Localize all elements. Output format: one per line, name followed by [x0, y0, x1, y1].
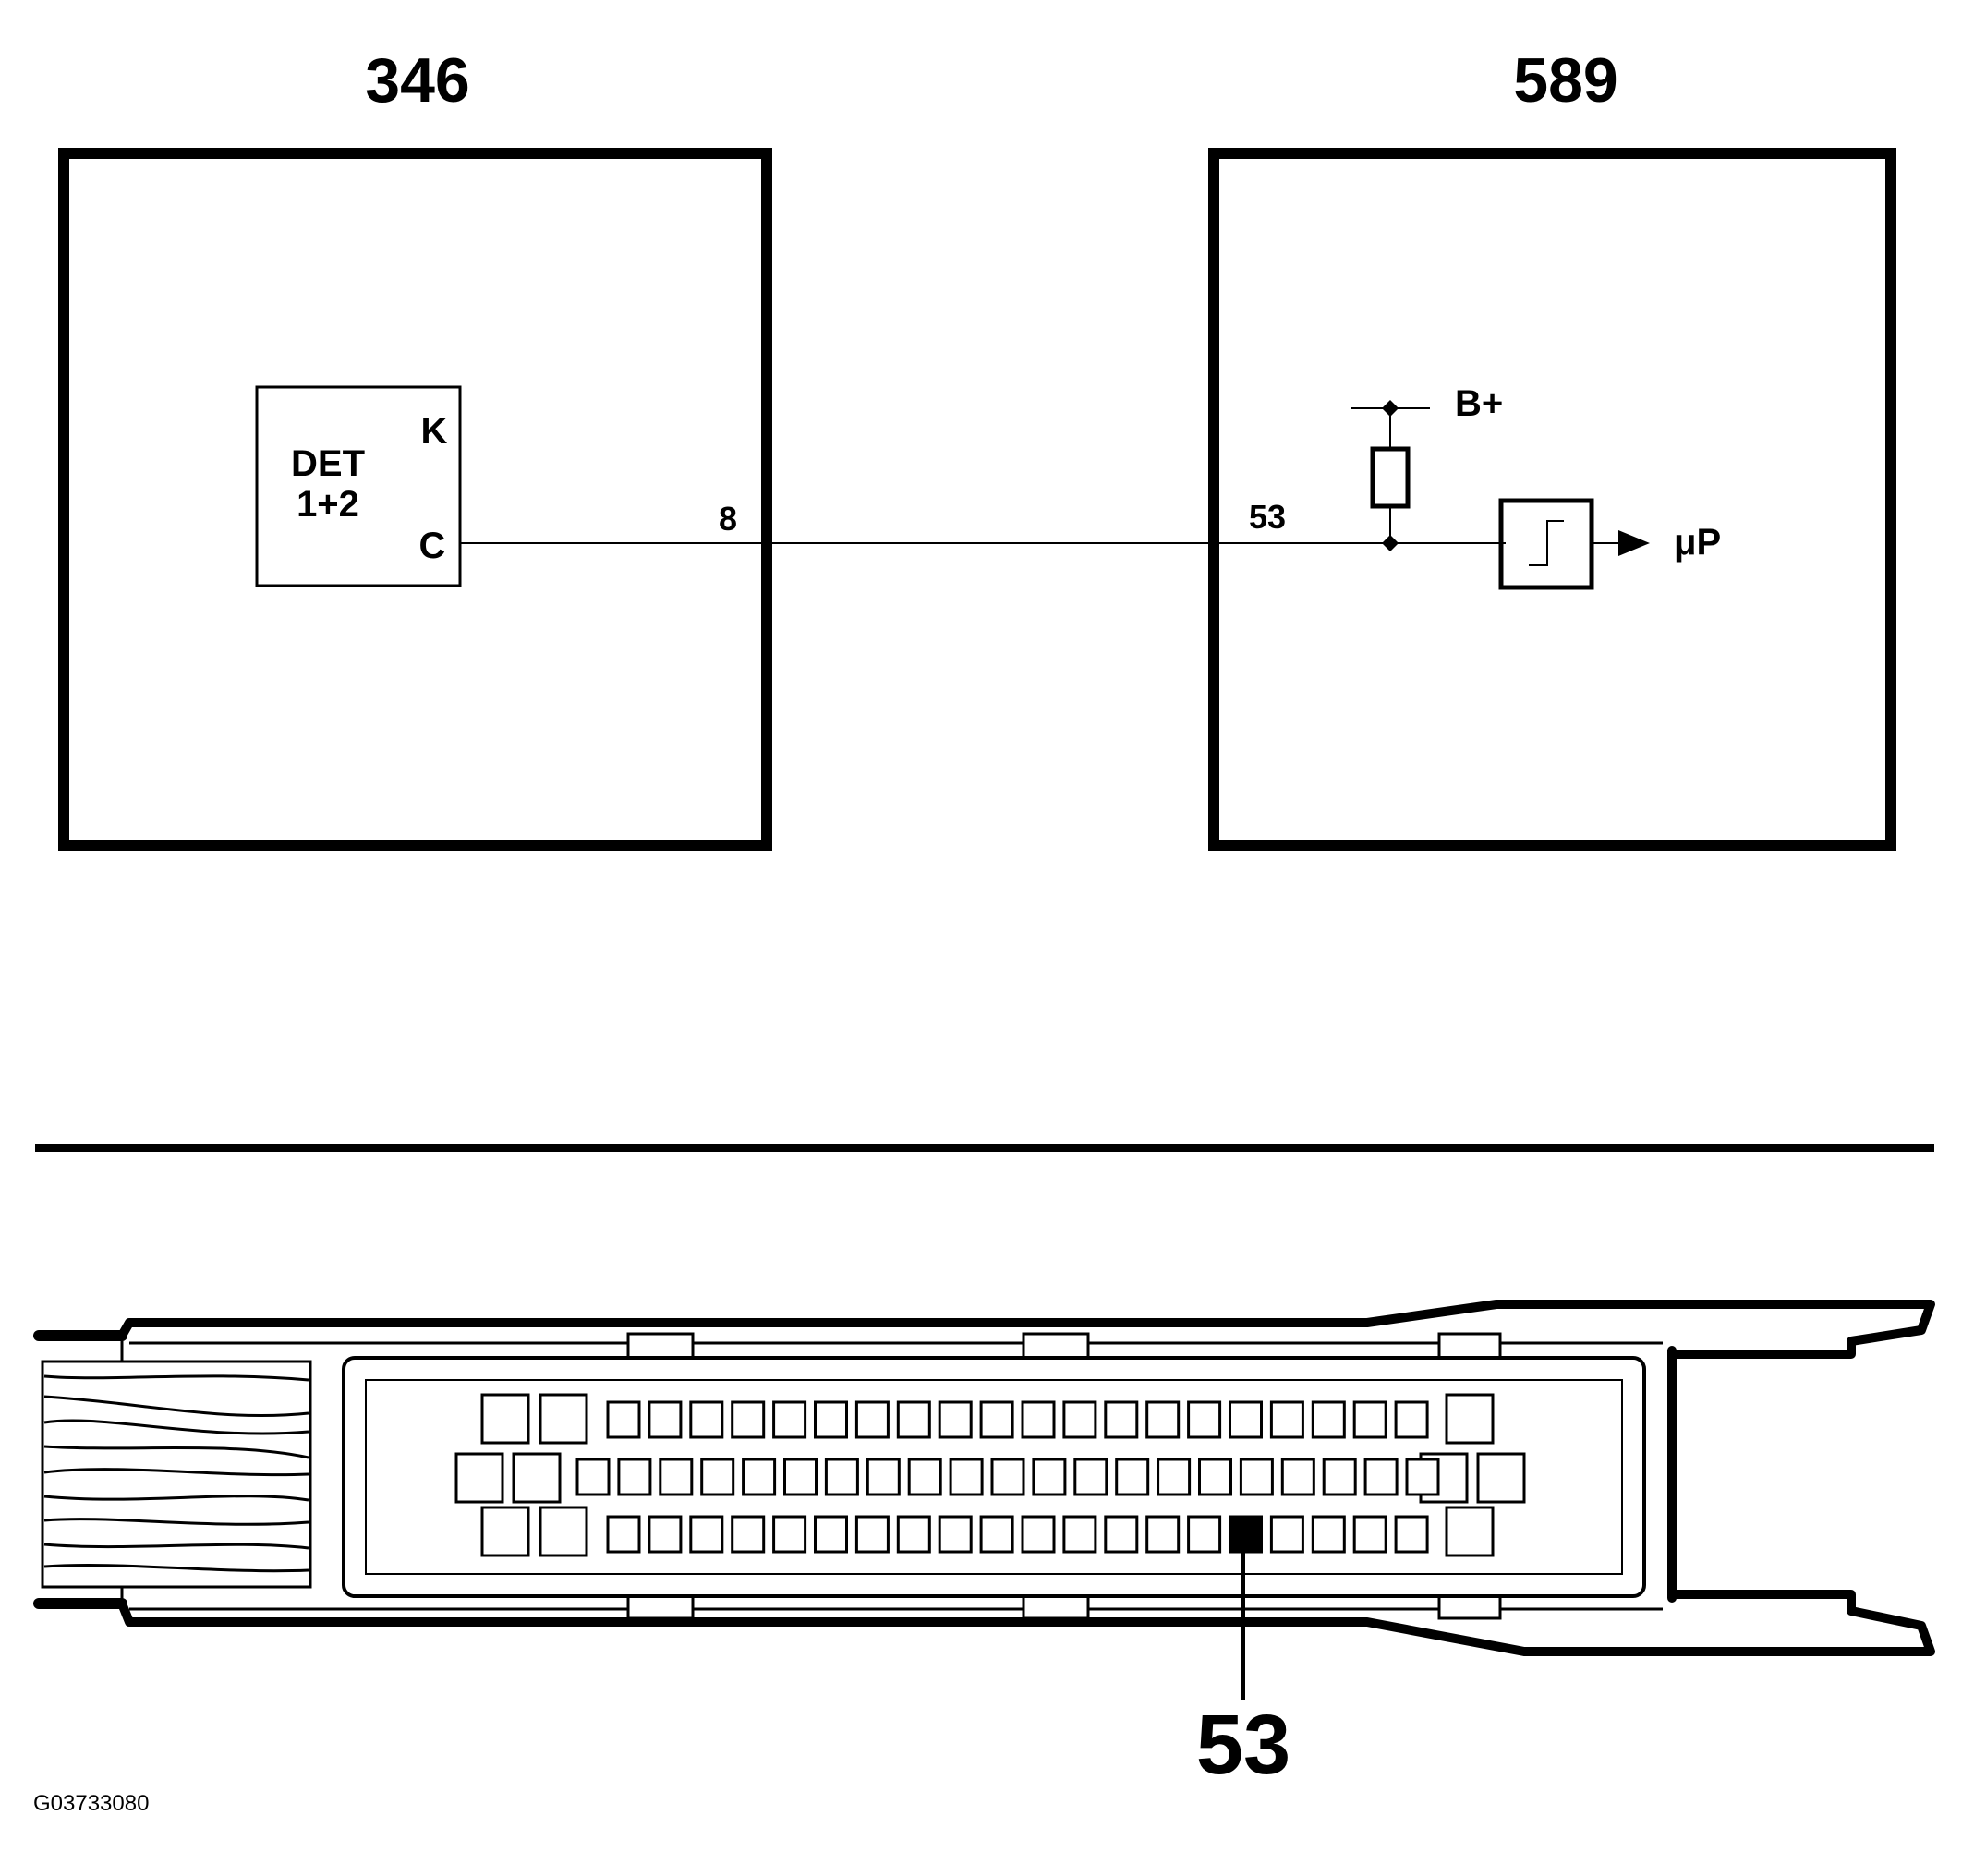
connector-pin [783, 1458, 818, 1496]
connector-pin [659, 1458, 694, 1496]
connector-pin [689, 1515, 724, 1554]
connector-pin [1157, 1458, 1192, 1496]
supply-label: B+ [1455, 383, 1503, 424]
module-589-label: 589 [1513, 45, 1617, 115]
connector-pin [814, 1400, 848, 1439]
connector-pin [1104, 1400, 1139, 1439]
detector-label-1: DET [291, 443, 365, 484]
connector-pin [1269, 1400, 1304, 1439]
connector-housing [33, 1300, 1935, 1656]
connector-pin [949, 1458, 984, 1496]
detector-box [255, 385, 462, 587]
connector-pin [1363, 1458, 1399, 1496]
connector-pin [1405, 1458, 1440, 1496]
connector-pin [938, 1400, 973, 1439]
connector-pin [772, 1515, 807, 1554]
connector-pin [907, 1458, 942, 1496]
connector-pin [854, 1515, 890, 1554]
connector-pin [1115, 1458, 1150, 1496]
connector-pin [824, 1458, 859, 1496]
connector-pin [896, 1400, 931, 1439]
connector-pin [1352, 1515, 1387, 1554]
output-label: μP [1674, 522, 1721, 563]
terminal-k-label: K [421, 411, 448, 452]
connector-pin [1322, 1458, 1357, 1496]
module-346-box [58, 148, 772, 851]
connector-pin [1145, 1515, 1181, 1554]
connector-pin-53 [1229, 1515, 1263, 1554]
connector-pin [1062, 1400, 1097, 1439]
connector-pin [1229, 1400, 1263, 1439]
connector-pin [979, 1515, 1014, 1554]
connector-pin [1311, 1400, 1346, 1439]
module-346-label: 346 [365, 45, 469, 115]
connector-pin [1311, 1515, 1346, 1554]
connector-pin [1104, 1515, 1139, 1554]
connector-pin [1187, 1400, 1222, 1439]
connector-pin [1021, 1515, 1056, 1554]
pin-callout-label: 53 [1196, 1698, 1290, 1792]
connector-pin [731, 1515, 766, 1554]
connector-pin [1269, 1515, 1304, 1554]
connector-pin [814, 1515, 848, 1554]
connector-pin [1394, 1515, 1429, 1554]
connector-pin [1352, 1400, 1387, 1439]
connector-pin [606, 1400, 641, 1439]
connector-pin [854, 1400, 890, 1439]
connector-pin [648, 1515, 683, 1554]
connector-pin [1394, 1400, 1429, 1439]
pin-53-label: 53 [1249, 498, 1286, 536]
connector-pin [1145, 1400, 1181, 1439]
terminal-c-label: C [419, 526, 446, 566]
output-arrow-icon [1618, 530, 1650, 556]
connector-pin [1280, 1458, 1315, 1496]
connector-pin [979, 1400, 1014, 1439]
connector-pin [575, 1458, 611, 1496]
connector-pin [772, 1400, 807, 1439]
connector-pin [1062, 1515, 1097, 1554]
module-589-box [1208, 148, 1896, 851]
connector-pin [1187, 1515, 1222, 1554]
connector-pin-grid [575, 1400, 1440, 1554]
connector-pin [1073, 1458, 1108, 1496]
connector-pin [896, 1515, 931, 1554]
connector-pin [1198, 1458, 1232, 1496]
connector-pin [648, 1400, 683, 1439]
connector-pin [990, 1458, 1025, 1496]
connector-pin [731, 1400, 766, 1439]
figure-reference: G03733080 [33, 1791, 149, 1816]
step-icon [1529, 520, 1564, 566]
connector-pin [1021, 1400, 1056, 1439]
connector-pin [1239, 1458, 1274, 1496]
connector-pin [1032, 1458, 1067, 1496]
connector-pin [689, 1400, 724, 1439]
connector-pin [866, 1458, 901, 1496]
connector-pin [742, 1458, 777, 1496]
junction-node [1382, 535, 1399, 551]
connector-pin [938, 1515, 973, 1554]
pin-8-label: 8 [719, 500, 737, 538]
pullup-resistor [1370, 446, 1411, 509]
detector-label-2: 1+2 [297, 484, 359, 525]
connector-pin [606, 1515, 641, 1554]
connector-pin [617, 1458, 652, 1496]
connector-pin [700, 1458, 735, 1496]
